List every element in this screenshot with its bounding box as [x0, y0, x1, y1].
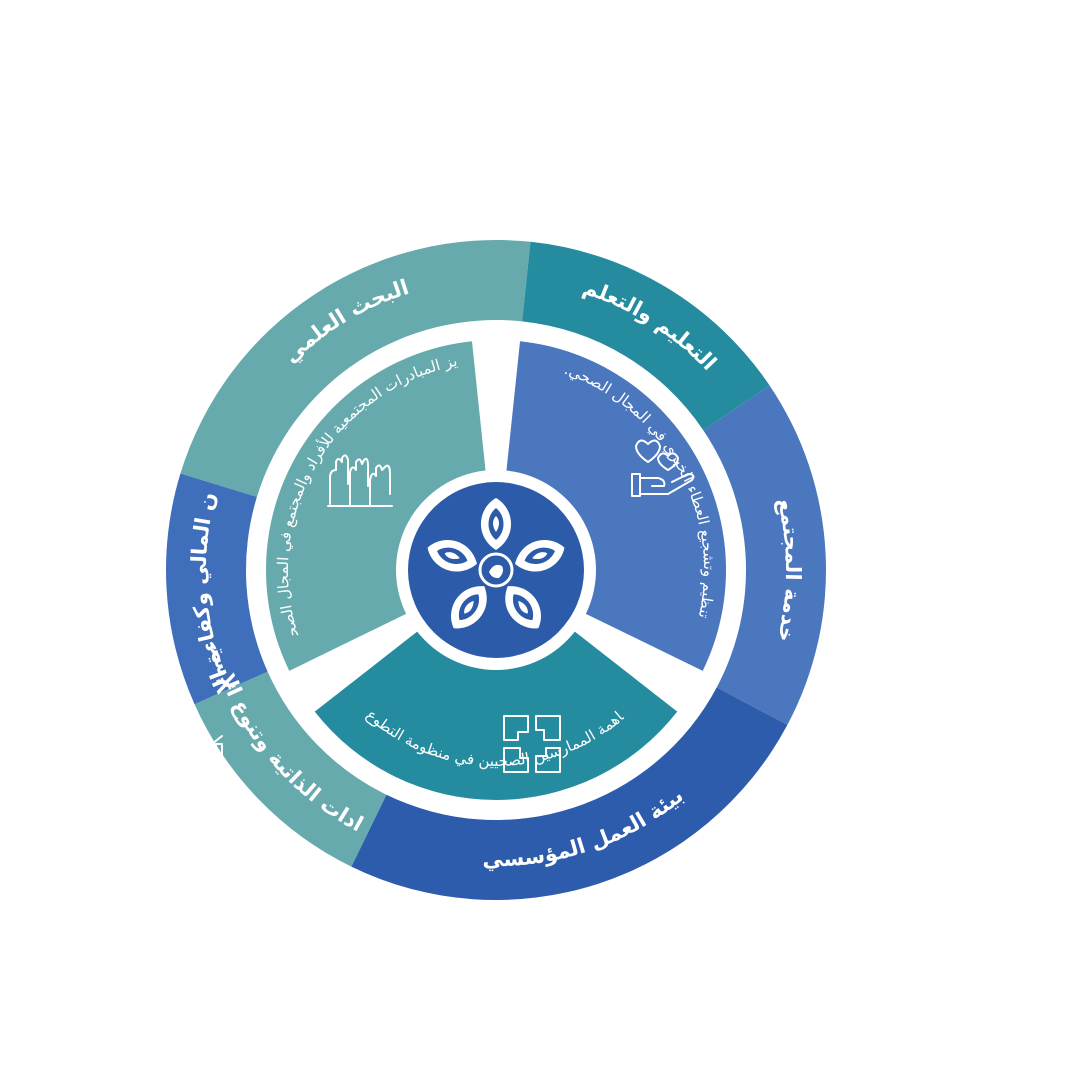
institution-icon — [517, 899, 551, 933]
outer-label-financial-balance: التوازن المالي وكفاءة الإنفاق — [0, 0, 237, 697]
outer-ring — [165, 239, 826, 900]
outer-segment-research — [180, 239, 531, 497]
outer-segment-financial-balance — [165, 473, 268, 705]
outer-segment-revenue-investment — [194, 671, 387, 867]
outer-segment-institutional-environment — [351, 687, 788, 900]
giving-hand-heart-icon — [631, 439, 695, 497]
growth-chart-icon — [189, 735, 227, 769]
outer-label-revenue-investment: الإيرادات الذاتية وتنوع الإستثمار — [0, 0, 367, 836]
raised-hands-icon — [327, 454, 393, 507]
community-icon — [819, 684, 852, 722]
outer-segment-community-service — [703, 385, 826, 725]
star-flower-logo-icon — [427, 498, 565, 629]
research-icon — [460, 189, 492, 231]
outer-segment-education — [522, 241, 770, 431]
education-icon — [793, 347, 827, 387]
inner-segment-charitable-giving — [506, 341, 727, 671]
coins-icon — [174, 380, 210, 416]
joined-hands-icon — [503, 715, 561, 773]
inner-segment-volunteering — [314, 631, 678, 800]
